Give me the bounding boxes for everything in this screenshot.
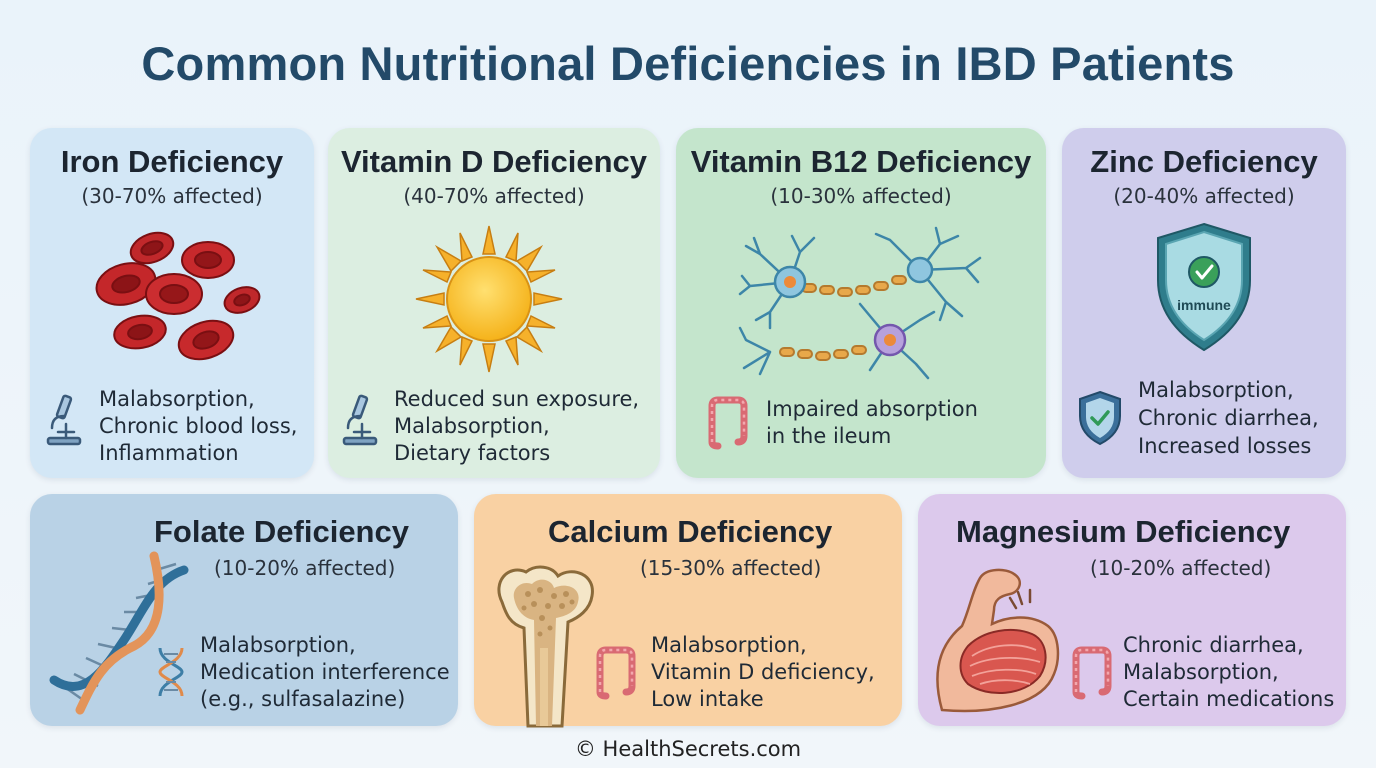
cause-item: Medication interference [200, 660, 450, 684]
card-vitamin-d: Vitamin D Deficiency (40-70% affected) [328, 128, 660, 478]
causes-list: Malabsorption, Chronic diarrhea, Increas… [1138, 376, 1319, 460]
flexed-arm-muscle-icon [928, 564, 1060, 714]
neurons-icon [738, 224, 982, 380]
causes-list: Malabsorption, Vitamin D deficiency, Low… [651, 632, 875, 713]
page-title: Common Nutritional Deficiencies in IBD P… [141, 37, 1235, 90]
bone-icon [492, 562, 602, 728]
causes-list: Chronic diarrhea, Malabsorption, Certain… [1123, 632, 1334, 713]
cause-item: Chronic diarrhea, [1123, 633, 1304, 657]
card-folate: Folate Deficiency (10-20% affected) [30, 494, 458, 726]
card-title: Magnesium Deficiency [956, 514, 1291, 549]
card-subtitle: (20-40% affected) [1113, 184, 1295, 208]
card-title: Iron Deficiency [60, 144, 284, 179]
causes-list: Reduced sun exposure, Malabsorption, Die… [394, 386, 639, 467]
intestine-icon [1070, 646, 1114, 700]
card-subtitle: (30-70% affected) [81, 184, 263, 208]
cause-item: Increased losses [1138, 434, 1312, 458]
card-title: Vitamin B12 Deficiency [690, 144, 1032, 179]
dna-helix-icon [44, 550, 194, 715]
sun-icon [414, 224, 564, 374]
cause-item: Vitamin D deficiency, [651, 660, 875, 684]
card-subtitle: (10-20% affected) [1090, 556, 1272, 580]
cause-item: in the ileum [766, 424, 892, 448]
card-subtitle: (15-30% affected) [640, 556, 822, 580]
cause-item: Malabsorption, [99, 387, 255, 411]
card-vitamin-b12: Vitamin B12 Deficiency (10-30% affected) [676, 128, 1046, 478]
causes-list: Impaired absorption in the ileum [766, 396, 978, 450]
card-iron: Iron Deficiency (30-70% affected) [30, 128, 314, 478]
cause-item: Reduced sun exposure, [394, 387, 640, 411]
shield-check-icon [1076, 390, 1124, 446]
card-title: Folate Deficiency [154, 514, 409, 549]
causes-list: Malabsorption, Medication interference (… [200, 632, 450, 713]
cause-item: Malabsorption, [651, 633, 807, 657]
cause-item: Malabsorption, [1123, 660, 1279, 684]
red-blood-cells-icon [90, 228, 261, 368]
cause-item: Certain medications [1123, 687, 1335, 711]
immune-label: immune [1177, 297, 1231, 313]
card-zinc: Zinc Deficiency (20-40% affected) immune… [1062, 128, 1346, 478]
copyright-footer: © HealthSecrets.com [574, 737, 802, 761]
cause-item: Malabsorption, [1138, 378, 1294, 402]
intestine-icon [594, 646, 638, 700]
cause-item: (e.g., sulfasalazine) [200, 687, 406, 711]
cause-item: Low intake [651, 687, 764, 711]
card-title: Zinc Deficiency [1090, 144, 1318, 179]
card-subtitle: (10-30% affected) [770, 184, 952, 208]
card-subtitle: (10-20% affected) [214, 556, 396, 580]
intestine-icon [706, 396, 750, 450]
cause-item: Chronic diarrhea, [1138, 406, 1319, 430]
card-subtitle: (40-70% affected) [403, 184, 585, 208]
cause-item: Dietary factors [394, 441, 551, 465]
microscope-icon [340, 392, 380, 448]
cause-item: Malabsorption, [200, 633, 356, 657]
cause-item: Malabsorption, [394, 414, 550, 438]
microscope-icon [44, 392, 84, 448]
card-title: Calcium Deficiency [548, 514, 833, 549]
causes-list: Malabsorption, Chronic blood loss, Infla… [99, 386, 297, 467]
cause-item: Inflammation [99, 441, 239, 465]
card-calcium: Calcium Deficiency (15-30% affected) Mal… [474, 494, 902, 728]
cause-item: Chronic blood loss, [99, 414, 298, 438]
card-magnesium: Magnesium Deficiency (10-20% affected) C… [918, 494, 1346, 726]
cause-item: Impaired absorption [766, 397, 978, 421]
dna-icon [156, 646, 186, 698]
card-title: Vitamin D Deficiency [340, 144, 648, 179]
immune-shield-icon: immune [1154, 222, 1254, 352]
